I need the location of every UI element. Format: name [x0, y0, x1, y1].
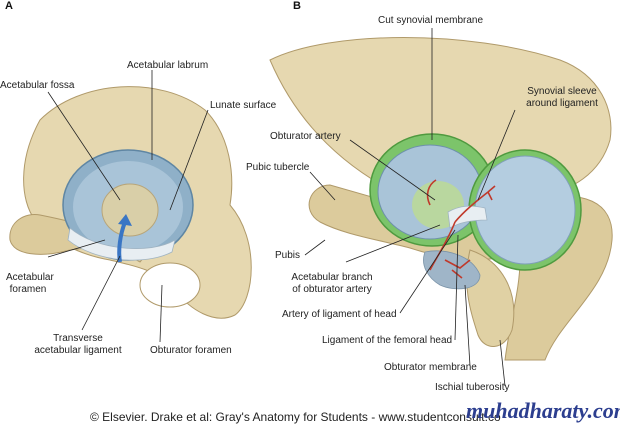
label-transverse-line1: Transverse [53, 333, 103, 344]
panel-label-a: A [5, 0, 13, 12]
copyright-credit: © Elsevier. Drake et al: Gray's Anatomy … [90, 410, 501, 424]
leader-lines-a [47, 70, 209, 343]
label-acetabular-branch: Acetabular branch of obturator artery [282, 272, 382, 296]
label-acetabular-foramen: Acetabular foramen [6, 272, 54, 296]
label-synovial-sleeve-line1: Synovial sleeve [527, 86, 597, 97]
label-pubis: Pubis [275, 250, 301, 261]
foramen-arrowhead-a [118, 214, 132, 226]
label-artery-of-ligament-of-head: Artery of ligament of head [282, 309, 397, 320]
acetabular-fossa-a [101, 183, 159, 237]
obturator-foramen-a [139, 262, 201, 308]
foramen-arrow-a [117, 221, 127, 263]
label-transverse-acetabular-ligament: Transverse acetabular ligament [24, 333, 132, 357]
watermark-logo: muhadharaty.com [466, 398, 620, 423]
leader-lines-b [304, 28, 516, 387]
label-obturator-membrane: Obturator membrane [384, 362, 477, 373]
label-acetabular-branch-line1: Acetabular branch [291, 272, 373, 283]
label-acetabular-fossa: Acetabular fossa [0, 80, 75, 91]
transverse-ligament-a [67, 227, 176, 261]
label-acetabular-foramen-line1: Acetabular [6, 272, 54, 283]
label-transverse-line2: acetabular ligament [34, 345, 122, 356]
label-cut-synovial-membrane: Cut synovial membrane [378, 15, 484, 26]
label-pubic-tubercle: Pubic tubercle [246, 162, 310, 173]
label-obturator-foramen: Obturator foramen [150, 345, 232, 356]
label-acetabular-labrum: Acetabular labrum [127, 60, 209, 71]
panel-a-illustration [9, 86, 252, 319]
label-ischial-tuberosity: Ischial tuberosity [435, 382, 510, 393]
label-ligament-of-femoral-head: Ligament of the femoral head [322, 335, 453, 346]
ligament-of-head-b [447, 205, 488, 229]
label-synovial-sleeve-line2: around ligament [526, 98, 598, 109]
label-synovial-sleeve: Synovial sleeve around ligament [512, 86, 612, 110]
label-lunate-surface: Lunate surface [210, 100, 277, 111]
label-acetabular-branch-line2: of obturator artery [292, 284, 372, 295]
label-acetabular-foramen-line2: foramen [9, 284, 47, 295]
label-obturator-artery: Obturator artery [270, 131, 341, 142]
femoral-head-b [474, 155, 576, 265]
obturator-membrane-b [423, 250, 481, 290]
panel-label-b: B [293, 0, 301, 12]
panel-b-illustration [269, 37, 613, 361]
